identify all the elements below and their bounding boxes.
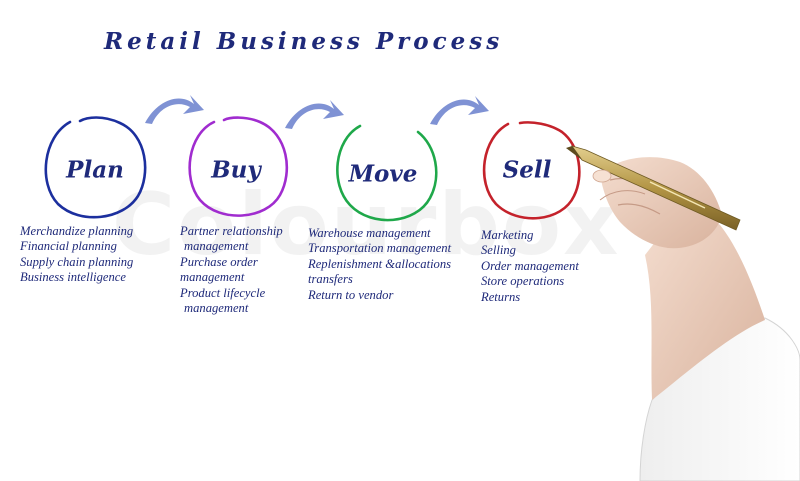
list-item: Returns bbox=[481, 289, 521, 304]
buy-activities-list: Partner relationship management Purchase… bbox=[180, 224, 283, 316]
list-item: Marketing bbox=[481, 228, 534, 242]
sell-circle bbox=[482, 121, 581, 220]
list-item: Supply chain planning bbox=[20, 254, 134, 269]
list-item: Merchandize planning bbox=[20, 224, 134, 238]
list-item: Order management bbox=[481, 258, 579, 273]
sell-activities-list: Marketing Selling Order management Store… bbox=[481, 228, 579, 305]
list-item: Replenishment &allocations bbox=[308, 256, 452, 271]
list-item: management bbox=[184, 301, 249, 316]
hand-with-pen bbox=[566, 145, 800, 481]
arrow-plan-to-buy bbox=[145, 95, 204, 124]
arrow-buy-to-move bbox=[285, 100, 344, 129]
plan-activities-list: Merchandize planning Financial planning … bbox=[20, 224, 133, 286]
stage-label-move: Move bbox=[348, 160, 418, 188]
list-item: Selling bbox=[481, 243, 516, 258]
move-circle bbox=[336, 124, 438, 222]
stage-label-sell: Sell bbox=[502, 156, 552, 184]
list-item: Store operations bbox=[481, 274, 565, 289]
list-item: Product lifecycle bbox=[180, 285, 266, 300]
stage-label-buy: Buy bbox=[211, 156, 261, 184]
diagram-title: Retail Business Process bbox=[104, 28, 504, 55]
list-item: management bbox=[180, 270, 245, 285]
list-item: Warehouse management bbox=[308, 226, 431, 240]
plan-circle bbox=[44, 116, 147, 219]
list-item: Return to vendor bbox=[308, 287, 394, 302]
list-item: Partner relationship bbox=[180, 224, 283, 238]
arrow-move-to-sell bbox=[430, 96, 489, 125]
list-item: management bbox=[184, 239, 249, 254]
list-item: Financial planning bbox=[20, 239, 117, 254]
list-item: Purchase order bbox=[180, 254, 258, 269]
list-item: transfers bbox=[308, 272, 353, 287]
buy-circle bbox=[188, 116, 289, 217]
list-item: Transportation management bbox=[308, 241, 452, 256]
stage-label-plan: Plan bbox=[66, 156, 124, 184]
list-item: Business intelligence bbox=[20, 270, 126, 285]
watermark-text: Colourbox bbox=[112, 175, 621, 275]
move-activities-list: Warehouse management Transportation mana… bbox=[308, 226, 451, 303]
arm-shape bbox=[645, 208, 765, 400]
